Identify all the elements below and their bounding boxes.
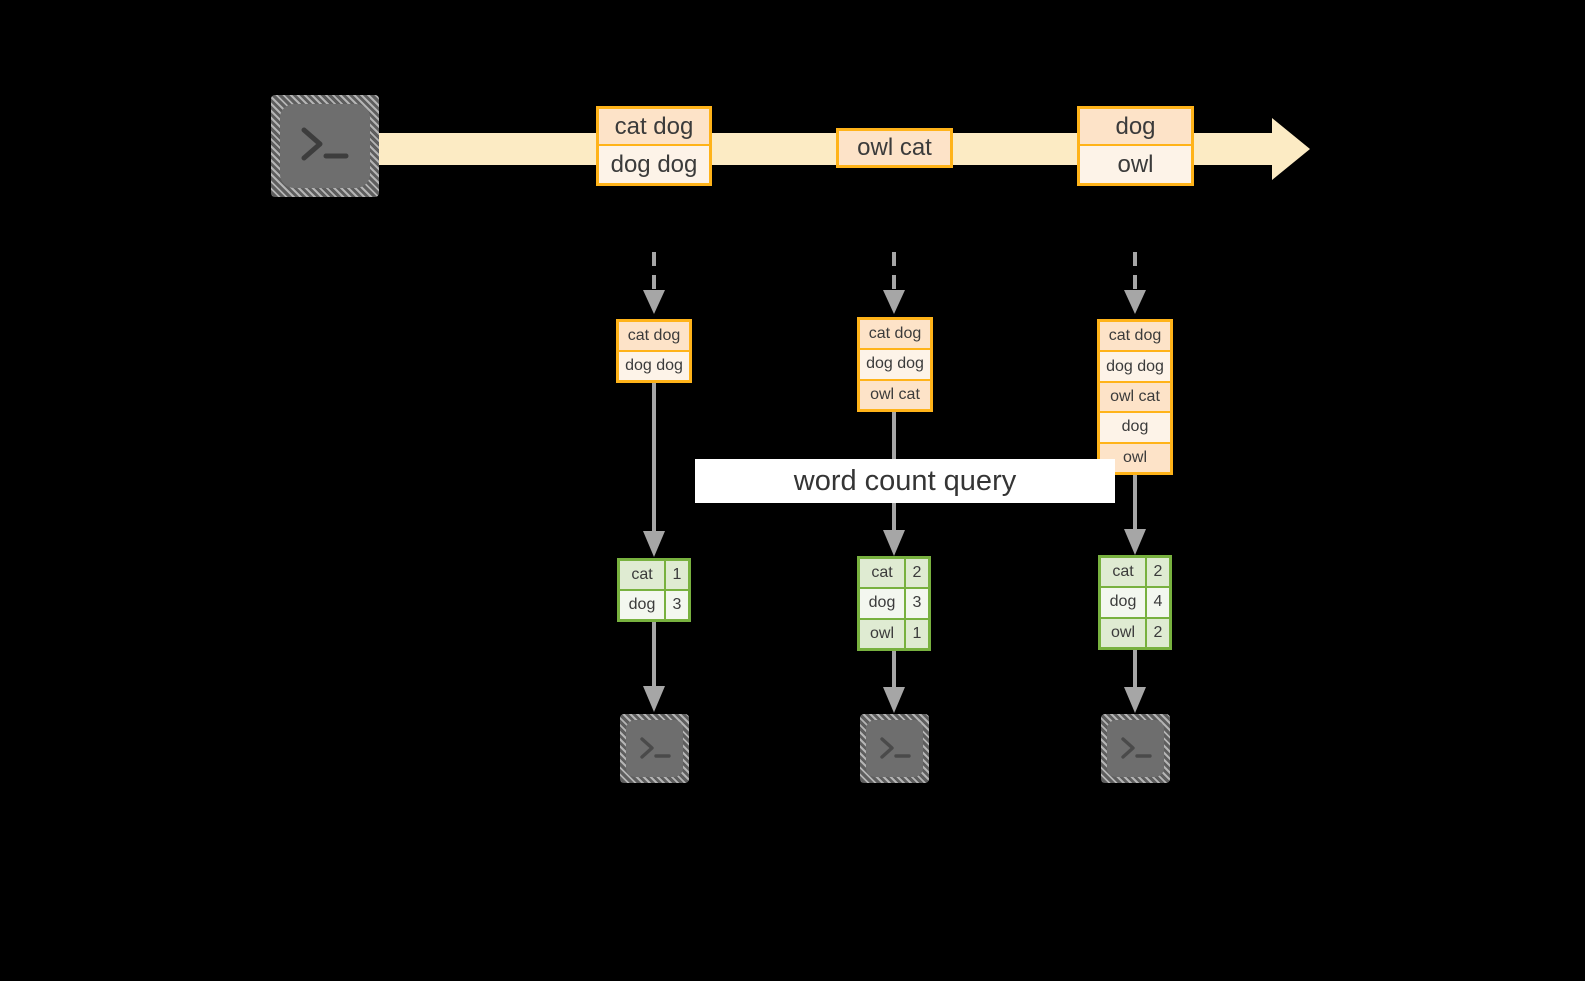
result-table-1: cat 1 dog 3 [617, 558, 691, 622]
terminal-prompt-glyph [1101, 714, 1170, 783]
count-cell: 2 [906, 559, 928, 588]
terminal-prompt-glyph [271, 95, 379, 197]
input-row: cat dog [619, 322, 689, 352]
sink-connector-2 [878, 651, 910, 714]
table-row: cat 1 [620, 561, 688, 591]
trigger-connector-2 [878, 252, 910, 318]
count-cell: 2 [1147, 558, 1169, 587]
terminal-face [1107, 720, 1164, 777]
input-row: dog dog [860, 350, 930, 381]
input-table-2: cat dog dog dog owl cat [857, 317, 933, 412]
stream-batch-1: cat dog dog dog [596, 106, 712, 186]
terminal-face [866, 720, 923, 777]
table-row: cat 2 [1101, 558, 1169, 589]
terminal-face [280, 104, 370, 188]
query-banner: word count query [695, 459, 1115, 503]
input-row: dog [1100, 413, 1170, 444]
stream-record: dog dog [599, 146, 709, 183]
input-table-1: cat dog dog dog [616, 319, 692, 383]
stream-batch-2: owl cat [836, 128, 953, 168]
trigger-connector-3 [1119, 252, 1151, 318]
count-cell: 2 [1147, 618, 1169, 647]
word-cell: cat [620, 561, 666, 589]
terminal-prompt-glyph [860, 714, 929, 783]
stream-record: cat dog [599, 109, 709, 147]
sink-connector-1 [638, 622, 670, 714]
word-cell: cat [1101, 558, 1147, 587]
table-row: cat 2 [860, 559, 928, 590]
query-connector-3 [1119, 475, 1151, 557]
stream-record: dog [1080, 109, 1191, 147]
sink-connector-3 [1119, 650, 1151, 714]
table-row: dog 4 [1101, 588, 1169, 619]
word-cell: dog [620, 591, 666, 619]
stream-batch-3: dog owl [1077, 106, 1194, 186]
input-row: owl cat [1100, 382, 1170, 414]
input-row: dog dog [1100, 352, 1170, 383]
input-row: owl cat [860, 380, 930, 409]
trigger-connector-1 [638, 252, 670, 318]
stream-record: owl cat [839, 131, 950, 165]
input-row: cat dog [860, 320, 930, 351]
sink-terminal-icon-2 [860, 714, 929, 783]
terminal-prompt-glyph [620, 714, 689, 783]
input-row: cat dog [1100, 322, 1170, 353]
result-table-2: cat 2 dog 3 owl 1 [857, 556, 931, 651]
terminal-face [626, 720, 683, 777]
sink-terminal-icon-1 [620, 714, 689, 783]
table-row: owl 1 [860, 619, 928, 648]
table-row: dog 3 [620, 591, 688, 619]
result-table-3: cat 2 dog 4 owl 2 [1098, 555, 1172, 650]
word-cell: owl [1101, 618, 1147, 647]
word-cell: owl [860, 619, 906, 648]
input-table-3: cat dog dog dog owl cat dog owl [1097, 319, 1173, 475]
count-cell: 4 [1147, 588, 1169, 617]
word-cell: cat [860, 559, 906, 588]
count-cell: 1 [906, 619, 928, 648]
query-connector-1 [638, 383, 670, 559]
source-terminal-icon [271, 95, 379, 197]
count-cell: 1 [666, 561, 688, 589]
word-cell: dog [1101, 588, 1147, 617]
count-cell: 3 [666, 591, 688, 619]
stream-record: owl [1080, 146, 1191, 183]
input-row: dog dog [619, 352, 689, 380]
count-cell: 3 [906, 589, 928, 618]
table-row: dog 3 [860, 589, 928, 620]
table-row: owl 2 [1101, 618, 1169, 647]
sink-terminal-icon-3 [1101, 714, 1170, 783]
word-cell: dog [860, 589, 906, 618]
